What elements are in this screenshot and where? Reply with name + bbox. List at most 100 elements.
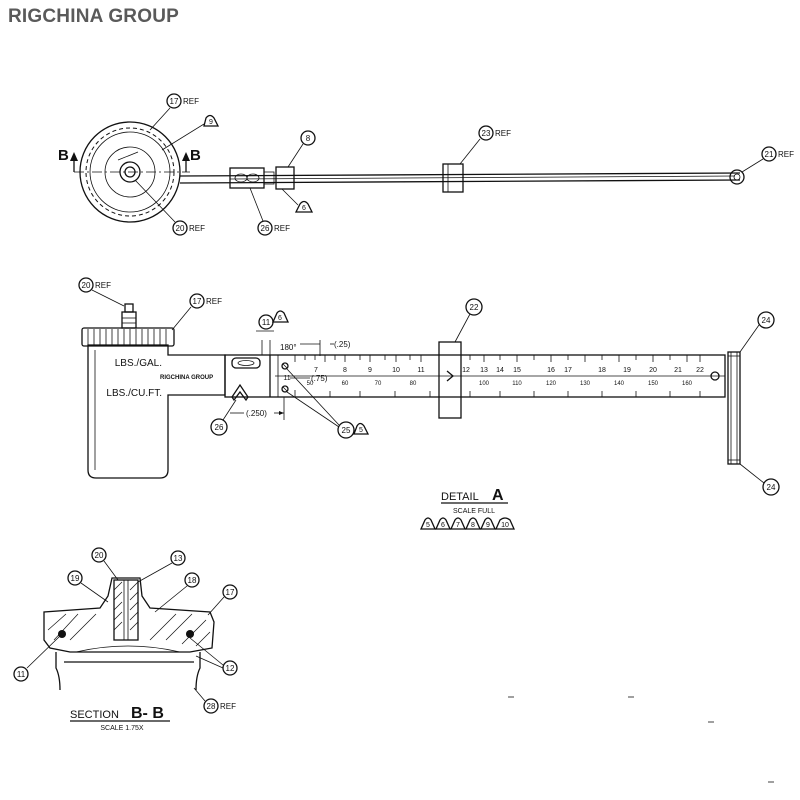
callout-25: 25 [342,426,351,435]
callout-21: 21 [765,150,774,159]
callout-26-detail: 26 [215,423,224,432]
upper-scale-label: 21 [674,367,682,374]
sheet-ref: 8 [471,522,475,529]
callout-19: 19 [71,574,80,583]
beam-top-edge [179,172,741,177]
callout-13: 13 [174,554,183,563]
upper-scale-label: 7 [314,367,318,374]
callout-18: 18 [188,576,197,585]
lower-scale-label: 140 [614,381,625,387]
knife-edge-block [442,163,464,193]
sheet-ref: 9 [486,522,490,529]
callout-12: 12 [226,664,235,673]
detail-title: DETAIL [441,491,479,503]
lower-scale-label: 150 [648,381,659,387]
lower-scale-label: 50 [307,381,314,387]
callout-28: 28 [207,702,216,711]
callout-24-bottom: 24 [767,483,776,492]
upper-scale-label: 16 [547,367,555,374]
upper-scale-label: 10 [392,367,400,374]
section-title: SECTION [70,709,119,721]
mud-cup-body [87,344,226,479]
upper-scale-label: 22 [696,367,704,374]
detail-view: LBS./GAL. LBS./CU.FT. RIGCHINA GROUP 180… [78,277,780,530]
lower-scale-label: 70 [375,381,382,387]
dim-angle: 180° [280,343,297,352]
top-view: B B 17 REF 9 20 REF 26 REF [58,93,794,236]
sheet-ref: 5 [426,522,430,529]
ref-20-detail: REF [95,281,111,290]
section-scale-note: SCALE 1.75X [100,725,144,732]
upper-scale-label: 13 [480,367,488,374]
callout-20-section: 20 [95,551,104,560]
callout-23: 23 [482,129,491,138]
sheet-ref: 7 [456,522,460,529]
callout-5-detail: 5 [359,427,363,434]
upper-scale-label: 11 [417,367,424,374]
knife-edge-block-side [438,341,462,419]
upper-scale-label: 14 [496,367,504,374]
section-mark-right: B [190,147,201,164]
lower-scale-label: 100 [479,381,490,387]
callout-6-detail: 6 [278,315,282,322]
callout-11-detail: 11 [262,318,271,327]
lid-section-outline [43,577,215,653]
dim-25: (.25) [334,340,351,349]
callout-17: 17 [170,97,179,106]
detail-title-letter: A [492,487,504,504]
lower-scale-label: 130 [580,381,591,387]
section-title-letters: B- B [131,705,164,722]
upper-scale-label: 8 [343,367,347,374]
dim-75: (.75) [311,374,328,383]
rider-v [231,383,249,402]
upper-scale-label: 17 [564,367,572,374]
upper-scale-labels: 7 8 9 10 11 12 13 14 15 16 17 18 19 20 2… [314,367,704,374]
ref-17-detail: REF [206,297,222,306]
small-rider [275,166,295,190]
upper-scale-label: 20 [649,367,657,374]
beam-end-pin [729,169,745,185]
upper-scale-label: 15 [513,367,521,374]
ref-28: REF [220,702,236,711]
callout-11-section: 11 [17,670,26,679]
label-brand-small: RIGCHINA GROUP [160,375,213,381]
upper-scale-label: 19 [623,367,631,374]
section-view: 20 13 19 18 17 11 12 28 REF SECTION B- B… [13,547,238,732]
sheet-ref: 6 [441,522,445,529]
upper-scale-label: 18 [598,367,606,374]
lower-scale-label: 110 [512,381,522,387]
end-pin [727,351,741,465]
ref-26: REF [274,224,290,233]
lower-scale-label: 160 [682,381,693,387]
label-lbs-cuft: LBS./CU.FT. [106,388,162,399]
callout-17-section: 17 [226,588,235,597]
beam-bottom-edge [179,179,741,184]
callout-9: 9 [209,119,213,126]
ref-20: REF [189,224,205,233]
lower-scale-labels: 50 60 70 80 100 110 120 130 140 150 160 [307,381,693,387]
callout-8: 8 [306,134,311,143]
callout-24-top: 24 [762,316,771,325]
ref-23: REF [495,129,511,138]
lower-scale-label: 120 [546,381,557,387]
upper-scale-ticks [294,355,701,362]
callout-20-detail: 20 [82,281,91,290]
rider-slot [231,357,261,369]
lid-stem [121,311,137,329]
upper-scale-label: 9 [368,367,372,374]
dim-250: (.250) [246,409,267,418]
callout-17-detail: 17 [193,297,202,306]
ref-17: REF [183,97,199,106]
section-mark-left: B [58,147,69,164]
sheet-ref-triangles: 5 6 7 8 9 10 [419,517,516,530]
lower-scale-label: 60 [342,381,349,387]
left-scale-label: 11 [283,375,290,382]
sheet-ref: 10 [501,522,509,529]
callout-22: 22 [470,303,479,312]
upper-scale-label: 12 [462,367,470,374]
detail-scale-note: SCALE FULL [453,508,495,515]
callout-26: 26 [261,224,270,233]
lower-scale-label: 80 [410,381,417,387]
label-lbs-gal: LBS./GAL. [115,358,162,369]
